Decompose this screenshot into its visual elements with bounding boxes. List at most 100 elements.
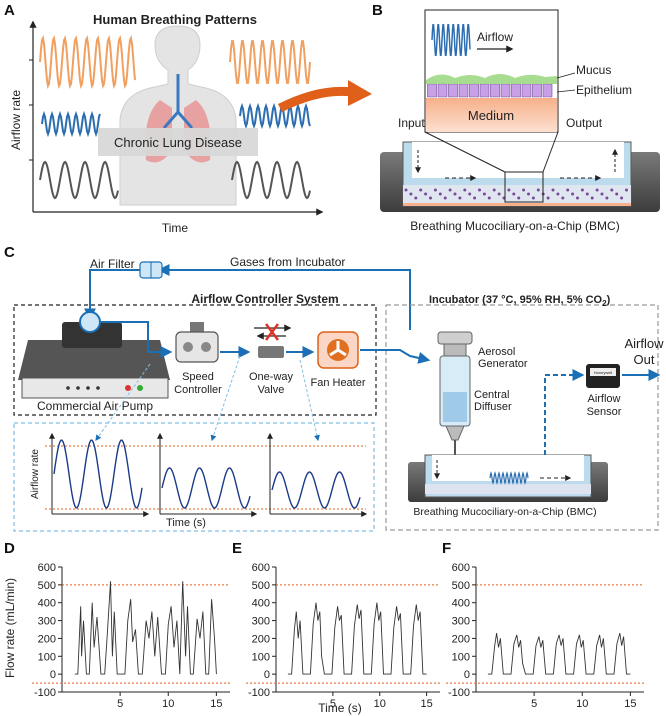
y-tick-label: -100	[448, 687, 470, 699]
panel-c: C Air Filter Gases from Incubator Airflo…	[4, 244, 664, 532]
filter-to-pump-arrow	[84, 269, 140, 321]
x-tick-label: 15	[421, 698, 433, 710]
y-tick-label: 500	[252, 580, 270, 592]
speed-controller-icon	[175, 322, 219, 363]
y-tick-label: 400	[38, 598, 56, 610]
aerosol-diffuser-icon	[437, 331, 473, 462]
flow-rate-ylabel: Flow rate (mL/min)	[3, 578, 17, 678]
air-filter-icon	[139, 261, 163, 279]
heater-label: Fan Heater	[310, 377, 365, 389]
y-tick-label: 500	[452, 580, 470, 592]
chip-medium-strip	[403, 203, 631, 206]
panel-a-ylabel: Airflow rate	[9, 90, 23, 150]
inset-1-waveform	[53, 439, 143, 509]
epithelium-label: Epithelium	[576, 83, 632, 97]
sensor-label-2: Sensor	[587, 406, 622, 418]
y-tick-label: 300	[252, 616, 270, 628]
x-tick-label: 5	[117, 698, 123, 710]
y-tick-label: 300	[452, 616, 470, 628]
x-tick-label: 5	[531, 698, 537, 710]
airflow-wave-icon	[431, 24, 471, 56]
aerosol-label-2: Generator	[478, 358, 528, 370]
panel-a: A Human Breathing Patterns Airflow rate …	[4, 2, 372, 235]
valve-label-2: Valve	[258, 384, 285, 396]
inset-waveform-box	[13, 422, 375, 532]
y-tick-label: 400	[252, 598, 270, 610]
y-tick-label: -100	[248, 687, 270, 699]
panel-f-letter: F	[442, 540, 451, 557]
zoom-line-left	[424, 131, 506, 173]
disease-label: Chronic Lung Disease	[114, 135, 242, 150]
one-way-valve-icon	[254, 323, 292, 358]
inset-waveforms	[45, 432, 368, 517]
panel-b: B Medium Airflow Mucus Epithelium Input …	[372, 2, 660, 233]
output-label: Output	[566, 116, 603, 130]
y-tick-label: 0	[50, 669, 56, 681]
valve-label-1: One-way	[249, 371, 294, 383]
inset-pointer-2	[210, 355, 241, 442]
air-pump-icon	[18, 311, 170, 399]
panel-e-trace	[287, 602, 427, 675]
y-tick-label: 200	[252, 633, 270, 645]
disease-label-box	[98, 128, 258, 156]
fan-heater-icon	[317, 331, 359, 369]
y-tick-label: 200	[38, 633, 56, 645]
chip-air-space	[412, 142, 624, 178]
heater-to-diffuser-arrow	[360, 349, 431, 364]
chip-cell-bed	[403, 185, 631, 203]
panel-c-letter: C	[4, 244, 15, 261]
pump-to-controller-arrow	[100, 321, 173, 358]
inset-2-waveform	[161, 467, 251, 509]
y-tick-label: 500	[38, 580, 56, 592]
airflow-controller-box	[13, 304, 377, 416]
orange-breathing-wave	[39, 35, 311, 89]
y-tick-label: -100	[34, 687, 56, 699]
airflow-out-label-2: Out	[634, 352, 655, 367]
sensor-label-1: Airflow	[587, 393, 620, 405]
inset-pointer-1	[95, 363, 151, 441]
chip-cell-dots	[404, 188, 628, 200]
airflow-sensor-icon	[586, 364, 620, 388]
epithelium-cells	[427, 83, 553, 98]
x-tick-label: 10	[576, 698, 588, 710]
mucus-layer	[426, 74, 557, 84]
incubator-airflow-wave	[489, 471, 529, 485]
mucus-pointer	[556, 72, 576, 79]
air-filter-label: Air Filter	[90, 257, 135, 271]
y-tick-label: 100	[38, 651, 56, 663]
y-tick-label: 400	[452, 598, 470, 610]
panel-b-letter: B	[372, 2, 383, 19]
incubator-box	[385, 304, 659, 531]
incubator-label: Incubator (37 °C, 95% RH, 5% CO2)	[429, 294, 611, 308]
time-xlabel: Time (s)	[318, 701, 362, 715]
panel-a-letter: A	[4, 2, 15, 19]
transition-arrow	[277, 86, 353, 113]
y-tick-label: 600	[38, 562, 56, 574]
y-tick-label: 0	[464, 669, 470, 681]
diffuser-label-2: Diffuser	[474, 401, 512, 413]
panel-e-letter: E	[232, 540, 242, 557]
x-tick-label: 5	[330, 698, 336, 710]
incubator-label-close: )	[607, 294, 611, 306]
incubator-bmc-label: Breathing Mucociliary-on-a-Chip (BMC)	[413, 506, 596, 518]
panel-d-letter: D	[4, 540, 15, 557]
zoom-line-right	[542, 131, 559, 173]
pump-label: Commercial Air Pump	[37, 399, 153, 413]
sensor-device-label: Honeywell	[594, 370, 613, 375]
medium-label: Medium	[468, 108, 514, 123]
epithelium-pointer	[556, 89, 576, 93]
panel-a-y-ticks	[29, 59, 33, 161]
speed-label-1: Speed	[182, 371, 214, 383]
blue-breathing-wave	[41, 102, 311, 138]
transition-arrow-head	[348, 80, 372, 106]
y-tick-label: 600	[452, 562, 470, 574]
inset-pointer-3	[299, 359, 320, 442]
gas-return-arrow	[157, 264, 411, 330]
inset-ylabel: Airflow rate	[30, 449, 41, 499]
inset-3-waveform	[271, 471, 361, 509]
panel-a-xlabel: Time	[162, 221, 189, 235]
